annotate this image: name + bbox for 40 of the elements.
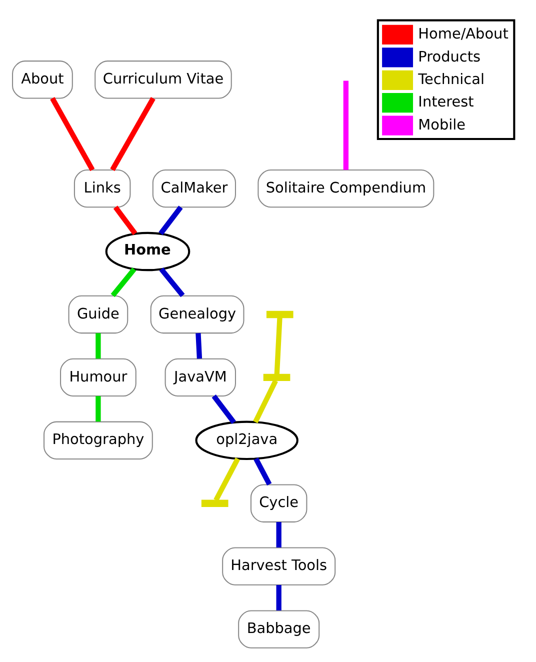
connector (159, 267, 185, 297)
connector (158, 205, 183, 235)
node-ellipse: Home (105, 231, 190, 271)
connector (253, 379, 278, 423)
node-box: Cycle (250, 484, 308, 522)
node-box: JavaVM (164, 358, 236, 396)
node-box: Links (74, 168, 131, 208)
legend-label: Products (418, 48, 481, 65)
connector (96, 332, 101, 358)
node-box: About (12, 60, 73, 98)
connector (214, 457, 240, 501)
connector (50, 96, 95, 171)
node-box: Babbage (238, 610, 320, 648)
legend-label: Home/About (418, 26, 508, 42)
connector (274, 317, 282, 374)
connector (110, 267, 136, 297)
node-bar (201, 499, 228, 506)
connector (343, 80, 348, 170)
connector (276, 584, 282, 610)
node-box: Harvest Tools (222, 546, 336, 585)
legend-label: Mobile (418, 116, 466, 133)
legend-label: Interest (418, 94, 474, 110)
node-box: Solitaire Compendium (258, 168, 434, 208)
connector (254, 457, 272, 486)
connector (276, 522, 282, 547)
node-bar (263, 373, 290, 381)
node-box: Photography (44, 420, 153, 459)
node-ellipse: opl2java (195, 420, 298, 460)
node-box: Curriculum Vitae (94, 60, 232, 98)
connector (110, 96, 156, 171)
connector (212, 394, 236, 424)
node-box: Humour (60, 358, 136, 396)
node-box: Genealogy (150, 294, 244, 334)
node-box: CalMaker (152, 168, 236, 208)
legend-label: Technical (418, 71, 484, 88)
connector (196, 332, 202, 358)
connector (96, 396, 101, 422)
connector (113, 205, 138, 235)
node-bar (266, 310, 294, 318)
node-box: Guide (68, 294, 128, 334)
